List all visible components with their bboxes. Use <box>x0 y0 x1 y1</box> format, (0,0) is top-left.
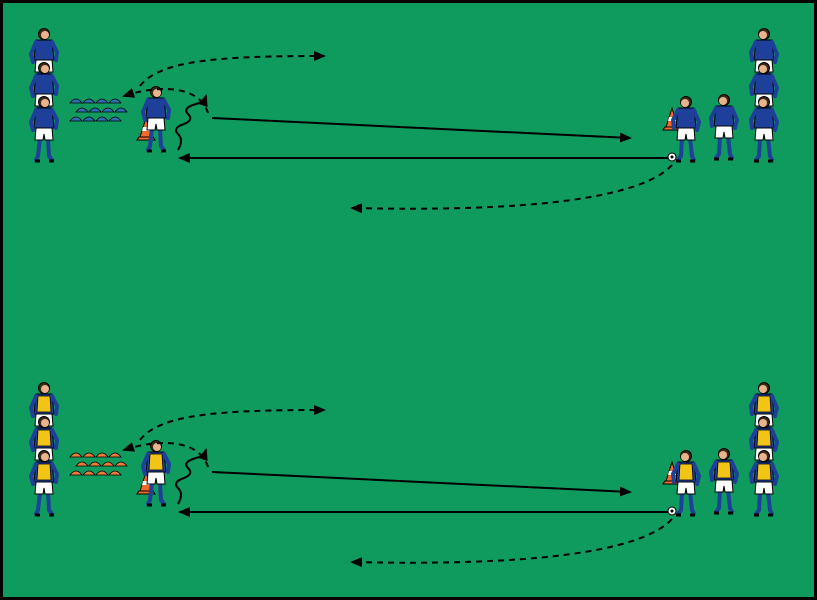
active-player-right <box>670 96 702 163</box>
support-player-right <box>708 448 740 515</box>
run-arrow <box>139 51 326 87</box>
run-arrow <box>139 405 326 441</box>
active-player-left <box>140 440 172 507</box>
run-arrow <box>350 518 673 568</box>
waiting-player-left <box>28 450 60 517</box>
dribble-line <box>175 94 208 151</box>
soccer-ball-icon <box>667 152 677 162</box>
pass-arrow <box>211 471 632 497</box>
drills-layer <box>28 28 780 568</box>
active-player-right <box>670 450 702 517</box>
pass-arrow <box>211 117 632 143</box>
waiting-player-right <box>748 96 780 163</box>
run-arrow <box>122 441 209 468</box>
dribble-line <box>175 448 208 505</box>
pitch-surface <box>3 3 814 597</box>
support-player-right <box>708 94 740 161</box>
run-arrow <box>350 164 673 214</box>
disc-cones-icon <box>69 452 128 476</box>
soccer-ball-icon <box>667 506 677 516</box>
disc-cones-icon <box>69 98 128 122</box>
run-arrow <box>122 87 209 114</box>
waiting-player-right <box>748 450 780 517</box>
waiting-player-left <box>28 96 60 163</box>
